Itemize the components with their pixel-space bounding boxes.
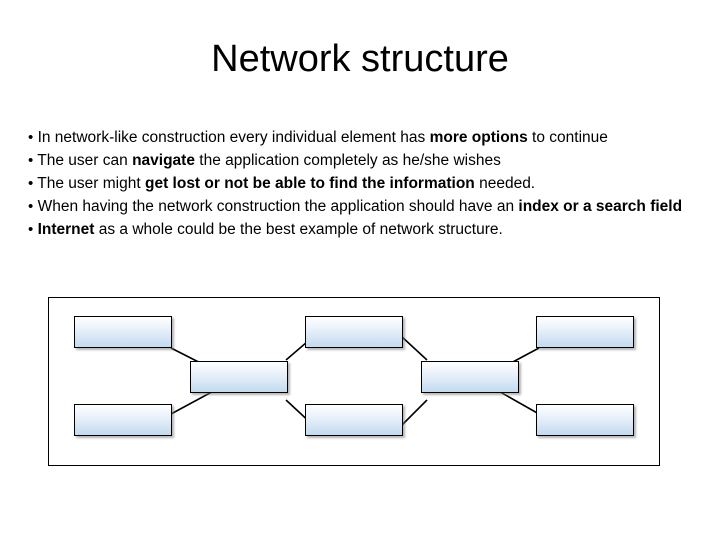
diagram-node[interactable] <box>536 404 634 436</box>
diagram-node[interactable] <box>421 361 519 393</box>
diagram-node[interactable] <box>74 404 172 436</box>
list-item: • In network-like construction every ind… <box>28 127 700 149</box>
bullet-marker: • <box>28 175 34 192</box>
bullet-marker: • <box>28 221 34 238</box>
list-item-text: The user can navigate the application co… <box>37 152 501 169</box>
bullet-list: • In network-like construction every ind… <box>28 127 700 242</box>
page-title: Network structure <box>211 38 509 80</box>
list-item-text: When having the network construction the… <box>37 198 683 215</box>
list-item: • The user might get lost or not be able… <box>28 173 700 195</box>
list-item: • Internet as a whole could be the best … <box>28 219 700 241</box>
list-item: • When having the network construction t… <box>28 196 700 218</box>
list-item: • The user can navigate the application … <box>28 150 700 172</box>
diagram-node[interactable] <box>536 316 634 348</box>
network-diagram <box>48 297 660 466</box>
diagram-node[interactable] <box>190 361 288 393</box>
bullet-marker: • <box>28 152 34 169</box>
bullet-marker: • <box>28 129 34 146</box>
list-item-text: In network-like construction every indiv… <box>37 129 608 146</box>
diagram-node[interactable] <box>305 404 403 436</box>
list-item-text: Internet as a whole could be the best ex… <box>37 221 503 238</box>
diagram-node[interactable] <box>74 316 172 348</box>
list-item-text: The user might get lost or not be able t… <box>37 175 536 192</box>
bullet-marker: • <box>28 198 34 215</box>
diagram-node[interactable] <box>305 316 403 348</box>
